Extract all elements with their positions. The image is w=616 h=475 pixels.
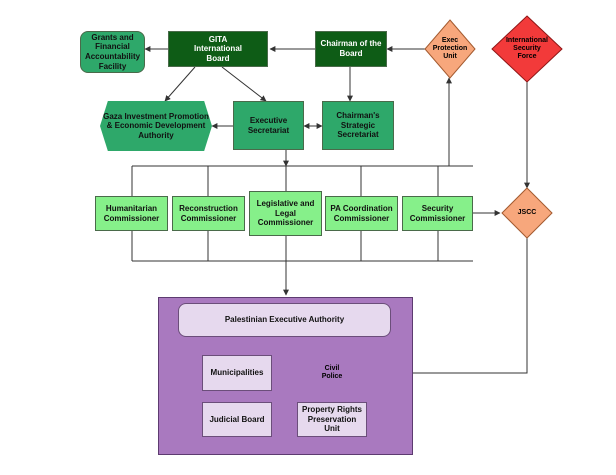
edge-gita-exec: [221, 66, 267, 102]
judicial-board-node: Judicial Board: [202, 402, 272, 437]
exec-secretariat-node: Executive Secretariat: [233, 101, 304, 150]
isf-label: International Security Force: [505, 36, 548, 61]
grants-facility-node: Grants and Financial Accountability Faci…: [80, 31, 145, 73]
exec-protection-diamond: [424, 19, 476, 79]
security-commissioner-node: Security Commissioner: [402, 196, 473, 231]
humanitarian-commissioner-node: Humanitarian Commissioner: [95, 196, 168, 231]
pea-header-node: Palestinian Executive Authority: [178, 303, 391, 337]
gita-board-node: GITA International Board: [168, 31, 268, 67]
municipalities-node: Municipalities: [202, 355, 272, 391]
reconstruction-commissioner-node: Reconstruction Commissioner: [172, 196, 245, 231]
jscc-label: JSCC: [517, 208, 537, 216]
civil-police-label: Civil Police: [321, 364, 343, 380]
edge-gita-gaza: [164, 66, 196, 102]
isf-diamond: [491, 15, 563, 83]
legislative-commissioner-node: Legislative and Legal Commissioner: [249, 191, 322, 236]
jscc-diamond: [501, 187, 553, 239]
gaza-authority-node: Gaza Investment Promotion & Economic Dev…: [100, 101, 212, 151]
chairmans-secretariat-node: Chairman's Strategic Secretariat: [322, 101, 394, 150]
pa-coordination-commissioner-node: PA Coordination Commissioner: [325, 196, 398, 231]
property-rights-node: Property Rights Preservation Unit: [297, 402, 367, 437]
chairman-node: Chairman of the Board: [315, 31, 387, 67]
exec-protection-label: Exec Protection Unit: [432, 36, 468, 61]
